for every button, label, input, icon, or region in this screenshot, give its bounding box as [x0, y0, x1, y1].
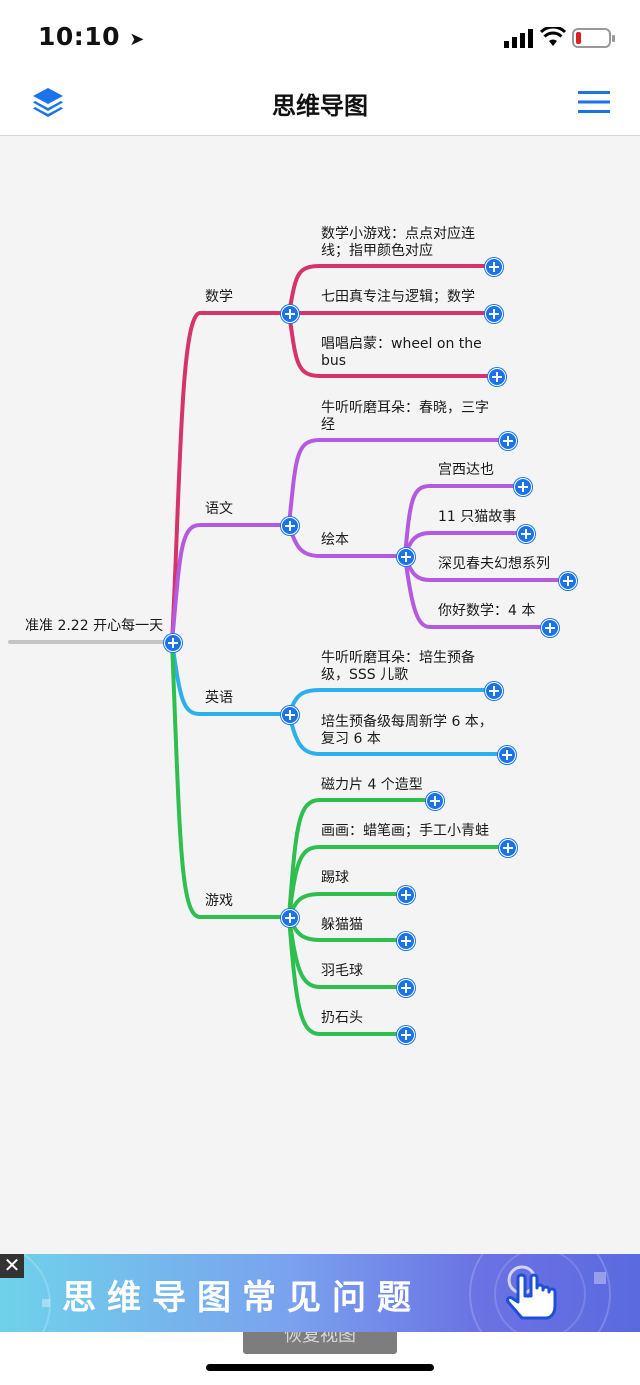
games-item-6-expand-icon[interactable]	[397, 1026, 415, 1044]
games-item-2[interactable]: 画画：蜡笔画；手工小青蛙	[321, 823, 489, 839]
math-item-3-expand-icon[interactable]	[488, 368, 506, 386]
picturebook-item-4[interactable]: 你好数学：4 本	[438, 603, 536, 619]
math-connectors	[170, 264, 498, 644]
english-item-2[interactable]: 培生预备级每周新学 6 本，复习 6 本	[321, 714, 493, 747]
math-item-2[interactable]: 七田真专注与逻辑；数学	[321, 289, 475, 305]
games-item-3[interactable]: 踢球	[321, 870, 349, 886]
math-item-3[interactable]: 唱唱启蒙：wheel on the bus	[321, 336, 482, 369]
mindmap-canvas[interactable]: 准准 2.22 开心每一天 数学 数学小游戏：点点对应连线；指甲颜色对应 七田真…	[0, 136, 640, 1286]
games-expand-icon[interactable]	[281, 909, 299, 927]
ad-decoration	[21, 1254, 611, 1332]
layers-icon[interactable]	[31, 86, 65, 122]
picturebook-item-2[interactable]: 11 只猫故事	[438, 509, 517, 525]
picturebook-item-4-expand-icon[interactable]	[541, 619, 559, 637]
english-expand-icon[interactable]	[281, 706, 299, 724]
branch-label-games[interactable]: 游戏	[205, 893, 233, 909]
picturebook-item-1-expand-icon[interactable]	[514, 478, 532, 496]
picturebook-item-2-expand-icon[interactable]	[517, 525, 535, 543]
nav-divider	[0, 135, 640, 136]
games-item-4[interactable]: 躲猫猫	[321, 917, 363, 933]
chinese-item-1[interactable]: 牛听听磨耳朵：春晓，三字经	[321, 400, 489, 433]
games-item-5[interactable]: 羽毛球	[321, 963, 363, 979]
games-item-6[interactable]: 扔石头	[321, 1010, 363, 1026]
chinese-item-2[interactable]: 绘本	[321, 532, 349, 548]
page-title: 思维导图	[272, 92, 368, 120]
games-connectors	[170, 640, 509, 1036]
root-expand-icon[interactable]	[164, 634, 182, 652]
battery-icon	[572, 27, 616, 53]
games-item-5-expand-icon[interactable]	[397, 979, 415, 997]
hand-pointer-icon	[500, 1262, 566, 1332]
games-item-1-expand-icon[interactable]	[426, 792, 444, 810]
picturebook-expand-icon[interactable]	[397, 548, 415, 566]
branch-label-chinese[interactable]: 语文	[205, 501, 233, 517]
branch-label-english[interactable]: 英语	[205, 690, 233, 706]
menu-icon[interactable]	[578, 90, 610, 118]
math-item-1[interactable]: 数学小游戏：点点对应连线；指甲颜色对应	[321, 226, 475, 259]
ad-close-button[interactable]: ✕	[0, 1254, 24, 1278]
chinese-item-1-expand-icon[interactable]	[499, 432, 517, 450]
wifi-icon	[539, 25, 567, 51]
signal-icon	[504, 28, 534, 52]
picturebook-item-3[interactable]: 深见春夫幻想系列	[438, 556, 550, 572]
games-item-4-expand-icon[interactable]	[397, 932, 415, 950]
ad-banner[interactable]: 思维导图常见问题	[0, 1254, 640, 1332]
games-item-2-expand-icon[interactable]	[499, 839, 517, 857]
games-item-3-expand-icon[interactable]	[397, 886, 415, 904]
games-item-1[interactable]: 磁力片 4 个造型	[321, 777, 423, 793]
picturebook-item-1[interactable]: 宫西达也	[438, 462, 494, 478]
ad-text[interactable]: 思维导图常见问题	[62, 1278, 422, 1318]
home-indicator	[206, 1364, 434, 1371]
chinese-expand-icon[interactable]	[281, 517, 299, 535]
english-item-1[interactable]: 牛听听磨耳朵：培生预备级，SSS 儿歌	[321, 650, 475, 683]
branch-label-math[interactable]: 数学	[205, 289, 233, 305]
picturebook-item-3-expand-icon[interactable]	[559, 572, 577, 590]
status-time: 10:10 ➤	[38, 22, 145, 51]
english-item-2-expand-icon[interactable]	[498, 746, 516, 764]
root-node-label[interactable]: 准准 2.22 开心每一天	[25, 618, 164, 634]
math-item-2-expand-icon[interactable]	[485, 305, 503, 323]
mindmap-connectors	[8, 264, 569, 1036]
english-item-1-expand-icon[interactable]	[485, 682, 503, 700]
math-item-1-expand-icon[interactable]	[485, 258, 503, 276]
math-expand-icon[interactable]	[281, 305, 299, 323]
